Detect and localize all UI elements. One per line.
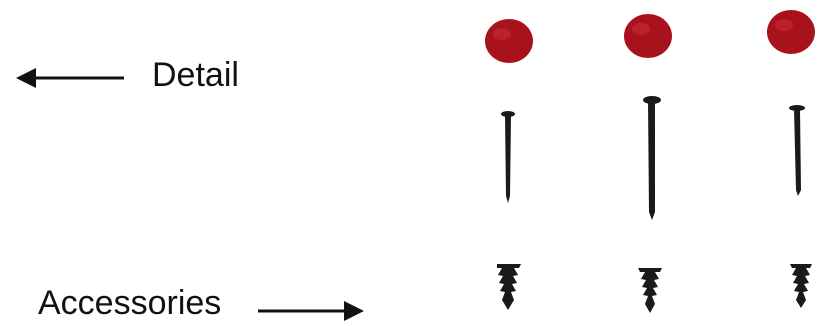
wall-anchor-icon xyxy=(0,0,826,326)
accessory-detail-figure: Detail Accessories xyxy=(0,0,826,326)
